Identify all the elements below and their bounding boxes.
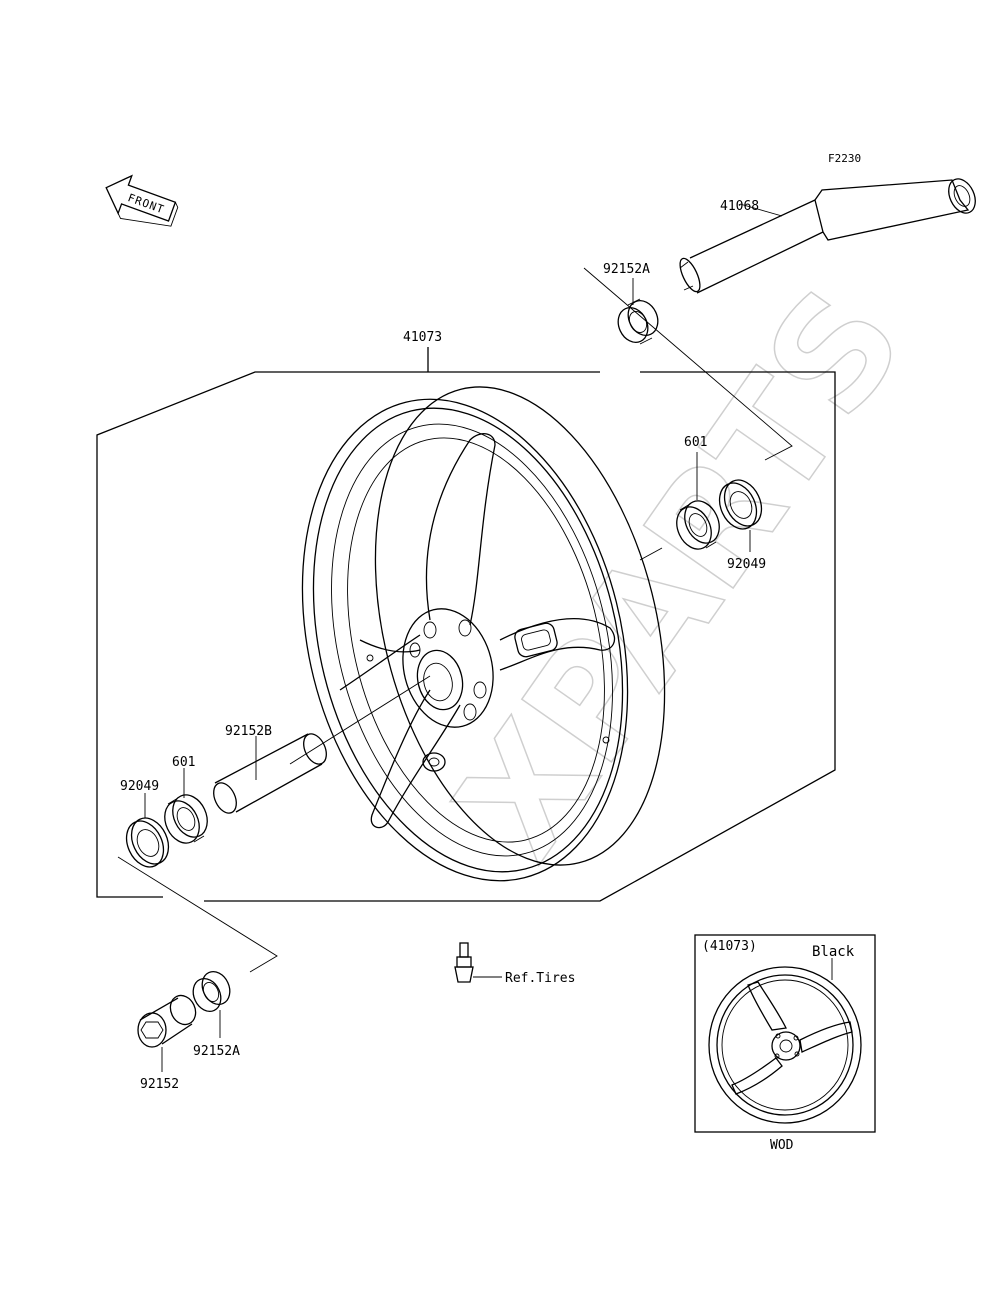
collar-part xyxy=(137,994,197,1048)
seal-right-part xyxy=(718,479,763,530)
bearing-left-part xyxy=(164,794,208,844)
bearing-right-part xyxy=(676,500,720,550)
part-label-seal-left: 92049 xyxy=(120,779,159,794)
part-label-collar-a-top: 92152A xyxy=(603,262,650,277)
part-label-bearing-right: 601 xyxy=(684,435,707,450)
ref-tires-label: Ref.Tires xyxy=(505,971,575,986)
sleeve-b-part xyxy=(213,733,327,814)
wheel-assembly-bracket xyxy=(96,267,836,973)
seal-left-part xyxy=(125,817,170,868)
part-label-collar: 92152 xyxy=(140,1077,179,1092)
inset-part-label: (41073) xyxy=(702,939,757,954)
collar-a-bottom-part xyxy=(192,970,231,1013)
part-label-collar-a-bottom: 92152A xyxy=(193,1044,240,1059)
part-label-seal-right: 92049 xyxy=(727,557,766,572)
inset-color-label: Black xyxy=(812,944,855,960)
diagram-code: F2230 xyxy=(828,152,861,165)
collar-a-top-part xyxy=(617,298,659,345)
valve-icon xyxy=(454,942,502,983)
part-label-bearing-left: 601 xyxy=(172,755,195,770)
inset-code-label: WOD xyxy=(770,1138,794,1153)
watermark: XPARTS xyxy=(424,259,938,889)
part-label-wheel: 41073 xyxy=(403,330,442,345)
part-label-sleeve-b: 92152B xyxy=(225,724,272,739)
wheel-part xyxy=(301,386,666,882)
axle-part xyxy=(679,178,976,294)
front-arrow-icon: FRONT xyxy=(105,174,179,227)
part-label-axle: 41068 xyxy=(720,199,759,214)
inset-black-wheel xyxy=(694,934,876,1133)
